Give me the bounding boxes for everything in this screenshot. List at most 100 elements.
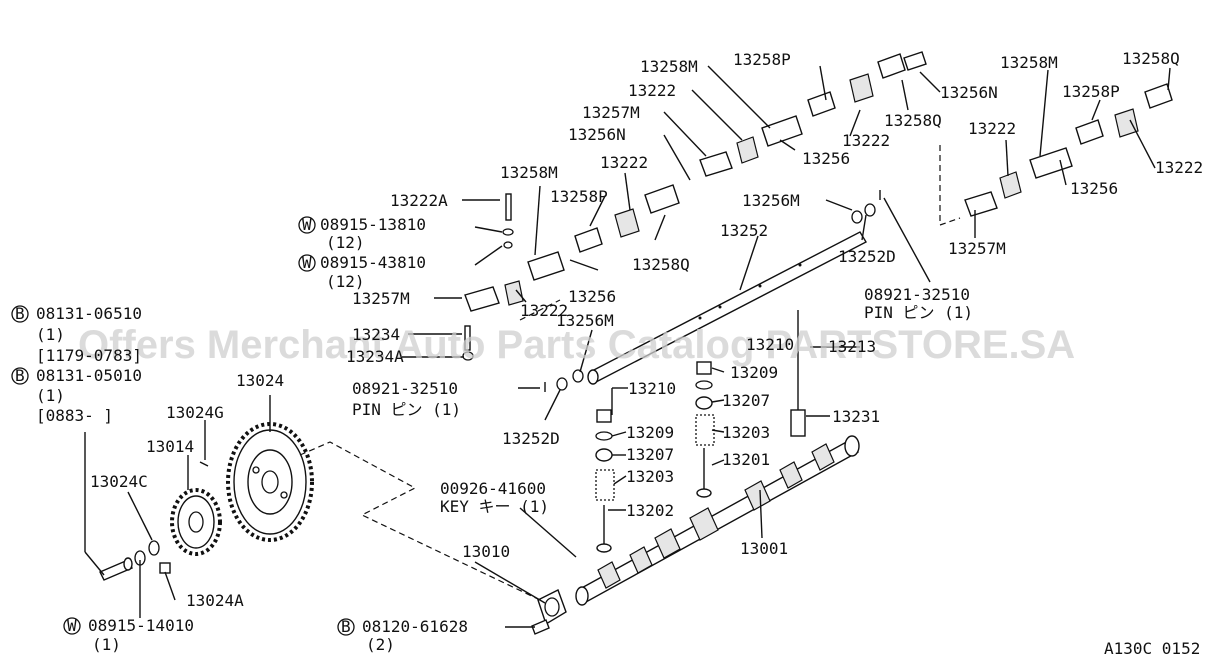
part-label: 13222 bbox=[842, 131, 890, 150]
part-label: 13209 bbox=[730, 363, 778, 382]
part-label: 13258P bbox=[550, 187, 608, 206]
part-label: 13258P bbox=[733, 50, 791, 69]
part-label: 13222 bbox=[520, 301, 568, 320]
part-label: 13207 bbox=[722, 391, 770, 410]
part-label: 13258M bbox=[500, 163, 558, 182]
part-label: 13231 bbox=[832, 407, 880, 426]
part-label: 13256N bbox=[940, 83, 998, 102]
part-label: 13203 bbox=[626, 467, 674, 486]
cam-sprocket bbox=[226, 422, 314, 542]
rocker-arm-group-left bbox=[464, 184, 680, 312]
callout-description: PIN ピン (1) bbox=[864, 303, 973, 322]
valve-assembly-left bbox=[595, 409, 615, 553]
part-label: 13258M bbox=[1000, 53, 1058, 72]
part-label: 13001 bbox=[740, 539, 788, 558]
leader-lines bbox=[84, 65, 1171, 628]
callout-part-number: 08921-32510 bbox=[352, 379, 458, 398]
watermark: Offers Merchant Auto Parts Catalog PARTS… bbox=[78, 323, 1075, 367]
callout-part-number: 08915-43810 bbox=[320, 253, 426, 272]
part-label: 13024G bbox=[166, 403, 224, 422]
valve-assembly-right bbox=[695, 361, 715, 498]
part-label: 13222 bbox=[600, 153, 648, 172]
rocker-arm-group-right bbox=[964, 83, 1173, 217]
callout-part-number: 08131-06510 bbox=[36, 304, 142, 323]
callout-pin1: 08921-32510 PIN ピン (1) bbox=[864, 285, 973, 322]
part-label: 13256M bbox=[742, 191, 800, 210]
camshaft bbox=[575, 435, 860, 606]
part-label: 13234 bbox=[352, 325, 400, 344]
part-label: 13256 bbox=[802, 149, 850, 168]
part-label: 13234A bbox=[346, 347, 404, 366]
callout-b3: B 08120-61628 (2) bbox=[337, 617, 468, 654]
callout-w3: W 08915-14010 (1) bbox=[63, 616, 194, 654]
part-label: 13252 bbox=[720, 221, 768, 240]
callout-b1: B 08131-06510 (1) [1179-0783] bbox=[11, 304, 142, 365]
part-label: 13209 bbox=[626, 423, 674, 442]
part-label: 13258P bbox=[1062, 82, 1120, 101]
part-label: 13257M bbox=[948, 239, 1006, 258]
small-bolt bbox=[462, 193, 514, 361]
callout-quantity: (1) bbox=[36, 386, 65, 405]
callout-description: PIN ピン (1) bbox=[352, 400, 461, 419]
callout-part-number: 08921-32510 bbox=[864, 285, 970, 304]
part-label: 13222 bbox=[628, 81, 676, 100]
part-label: 13210 bbox=[628, 379, 676, 398]
part-label: 13252D bbox=[502, 429, 560, 448]
figure-id: A130C 0152 bbox=[1104, 639, 1200, 658]
part-label: 13210 bbox=[746, 335, 794, 354]
part-label: 13024C bbox=[90, 472, 148, 491]
part-label: 13256 bbox=[568, 287, 616, 306]
callout-w1: W 08915-13810 (12) bbox=[298, 215, 426, 252]
part-label: 13258Q bbox=[1122, 49, 1180, 68]
callout-pin2: 08921-32510 PIN ピン (1) bbox=[352, 379, 461, 419]
part-label: 13202 bbox=[626, 501, 674, 520]
part-label: 13257M bbox=[352, 289, 410, 308]
thrust-plate bbox=[531, 589, 567, 635]
callout-part-number: 00926-41600 bbox=[440, 479, 546, 498]
callout-code: W bbox=[302, 253, 312, 272]
part-label: 13258Q bbox=[884, 111, 942, 130]
callout-quantity: (12) bbox=[326, 233, 365, 252]
part-label: 13258M bbox=[640, 57, 698, 76]
callout-code: B bbox=[15, 366, 25, 385]
callout-code: W bbox=[302, 215, 312, 234]
callout-key: 00926-41600 KEY キー (1) bbox=[440, 479, 549, 516]
part-label: 13201 bbox=[722, 450, 770, 469]
callout-quantity: (1) bbox=[36, 325, 65, 344]
part-labels: 13258M 13258P 13222 13257M 13256N 13256 … bbox=[90, 49, 1203, 610]
part-label: 13010 bbox=[462, 542, 510, 561]
part-label: 13257M bbox=[582, 103, 640, 122]
callout-b2: B 08131-05010 (1) [0883- ] bbox=[11, 366, 142, 425]
callout-code: B bbox=[341, 617, 351, 636]
part-label: 13203 bbox=[722, 423, 770, 442]
callout-part-number: 08915-13810 bbox=[320, 215, 426, 234]
callout-code: B bbox=[15, 304, 25, 323]
part-label: 13213 bbox=[828, 337, 876, 356]
part-label: 13222 bbox=[968, 119, 1016, 138]
callout-range: [1179-0783] bbox=[36, 346, 142, 365]
tube bbox=[790, 310, 806, 437]
dashed-guides bbox=[299, 145, 961, 601]
callout-range: [0883- ] bbox=[36, 406, 113, 425]
callout-quantity: (12) bbox=[326, 272, 365, 291]
callout-description: KEY キー (1) bbox=[440, 497, 549, 516]
part-label: 13222 bbox=[1155, 158, 1203, 177]
part-label: 13024 bbox=[236, 371, 284, 390]
callout-part-number: 08120-61628 bbox=[362, 617, 468, 636]
part-label: 13024A bbox=[186, 591, 244, 610]
callout-code: W bbox=[67, 616, 77, 635]
callout-part-number: 08131-05010 bbox=[36, 366, 142, 385]
part-label: 13256 bbox=[1070, 179, 1118, 198]
part-label: 13256N bbox=[568, 125, 626, 144]
sprocket-hub bbox=[170, 488, 222, 556]
part-label: 13207 bbox=[626, 445, 674, 464]
callout-w2: W 08915-43810 (12) bbox=[298, 253, 426, 291]
rocker-shaft bbox=[587, 231, 867, 385]
part-label: 13252D bbox=[838, 247, 896, 266]
part-label: 13256M bbox=[556, 311, 614, 330]
part-label: 13014 bbox=[146, 437, 194, 456]
rocker-arm-group-mid bbox=[699, 51, 927, 177]
callout-quantity: (2) bbox=[366, 635, 395, 654]
part-label: 13258Q bbox=[632, 255, 690, 274]
